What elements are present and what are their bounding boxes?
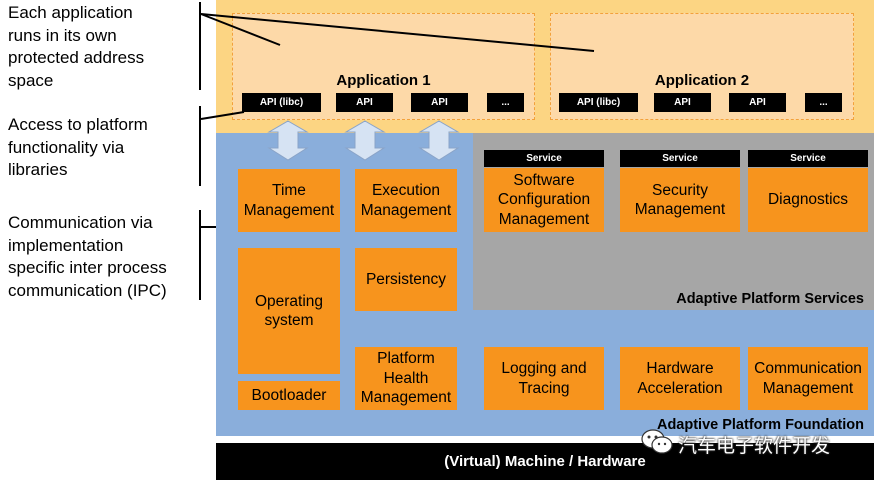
application-1-title: Application 1 — [336, 72, 431, 89]
double-arrow-icon — [267, 120, 309, 161]
app2-api-1: API — [654, 93, 711, 112]
hardware-label: (Virtual) Machine / Hardware — [444, 453, 646, 470]
annotation-ipc: Communication via implementation specifi… — [8, 213, 167, 300]
connector-line-app2 — [200, 13, 595, 52]
app2-api-more: ... — [805, 93, 842, 112]
services-layer-label: Adaptive Platform Services — [676, 291, 864, 307]
hardware-acceleration-box: Hardware Acceleration — [620, 347, 740, 410]
connector-line-app1 — [200, 13, 281, 46]
hardware-layer: (Virtual) Machine / Hardware — [216, 443, 874, 480]
service-tag-diagnostics: Service — [748, 150, 868, 167]
time-management-box: Time Management — [238, 169, 340, 232]
annotation-bracket-3 — [199, 210, 201, 300]
annotation-libraries: Access to platform functionality via lib… — [8, 115, 148, 179]
app1-api-2: API — [411, 93, 468, 112]
annotation-bracket-1 — [199, 2, 201, 90]
double-arrow-icon — [344, 120, 386, 161]
app1-api-1: API — [336, 93, 393, 112]
software-configuration-management-box: Software Configuration Management — [484, 168, 604, 232]
wechat-logo-icon — [640, 428, 674, 456]
app2-api-libc: API (libc) — [559, 93, 638, 112]
logging-and-tracing-box: Logging and Tracing — [484, 347, 604, 410]
app2-api-2: API — [729, 93, 786, 112]
bootloader-box: Bootloader — [238, 381, 340, 410]
operating-system-box: Operating system — [238, 248, 340, 374]
app1-api-more: ... — [487, 93, 524, 112]
security-management-box: Security Management — [620, 168, 740, 232]
app1-api-libc: API (libc) — [242, 93, 321, 112]
service-tag-security: Service — [620, 150, 740, 167]
annotation-bracket-2 — [199, 106, 201, 186]
execution-management-box: Execution Management — [355, 169, 457, 232]
watermark-text: 汽车电子软件开发 — [678, 435, 831, 457]
service-tag-software-configuration: Service — [484, 150, 604, 167]
communication-management-box: Communication Management — [748, 347, 868, 410]
application-2-title: Application 2 — [654, 72, 750, 89]
annotation-address-space: Each application runs in its own protect… — [8, 3, 145, 90]
double-arrow-icon — [418, 120, 460, 161]
connector-line-api — [200, 111, 245, 120]
persistency-box: Persistency — [355, 248, 457, 311]
foundation-layer-label: Adaptive Platform Foundation — [656, 417, 864, 433]
platform-health-management-box: Platform Health Management — [355, 347, 457, 410]
diagnostics-box: Diagnostics — [748, 168, 868, 232]
